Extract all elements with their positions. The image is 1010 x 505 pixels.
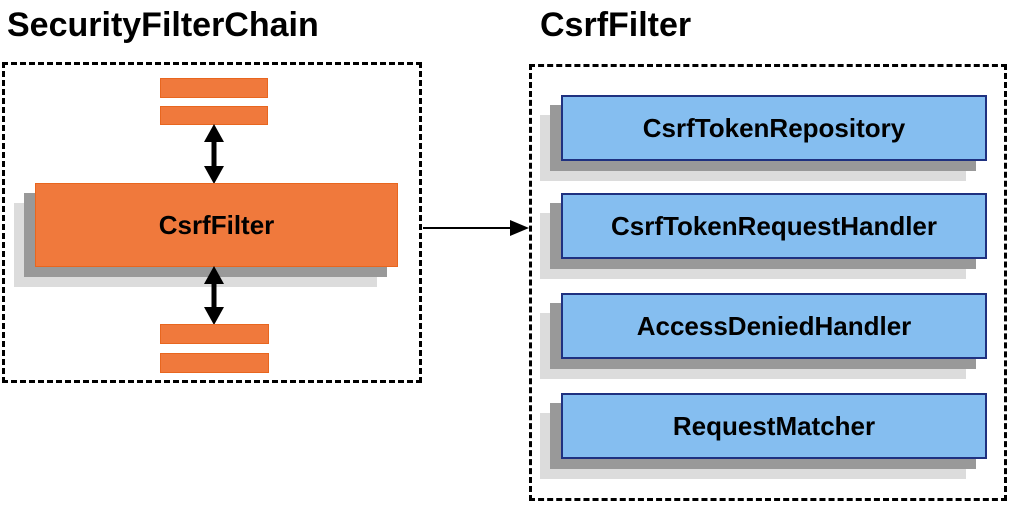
csrf-filter-box: CsrfFilter — [35, 183, 398, 267]
component-label: RequestMatcher — [672, 410, 876, 441]
security-filter-chain-container — [2, 62, 422, 383]
right-panel-title: CsrfFilter — [540, 6, 692, 44]
filter-placeholder-bar — [160, 353, 269, 373]
filter-placeholder-bar — [160, 78, 268, 98]
left-panel-title: SecurityFilterChain — [7, 6, 319, 44]
component-label: AccessDeniedHandler — [636, 310, 912, 341]
right-arrow-icon — [423, 220, 529, 236]
component-box-csrf-token-request-handler: CsrfTokenRequestHandler — [561, 193, 987, 259]
csrf-filter-box-label: CsrfFilter — [158, 209, 275, 240]
filter-placeholder-bar — [160, 324, 269, 344]
component-label: CsrfTokenRepository — [642, 112, 906, 143]
component-box-access-denied-handler: AccessDeniedHandler — [561, 293, 987, 359]
component-label: CsrfTokenRequestHandler — [610, 210, 938, 241]
double-headed-arrow-icon — [204, 266, 224, 325]
double-headed-arrow-icon — [204, 124, 224, 184]
filter-placeholder-bar — [160, 106, 268, 125]
component-box-request-matcher: RequestMatcher — [561, 393, 987, 459]
component-box-csrf-token-repository: CsrfTokenRepository — [561, 95, 987, 161]
csrf-filter-container — [529, 64, 1007, 501]
